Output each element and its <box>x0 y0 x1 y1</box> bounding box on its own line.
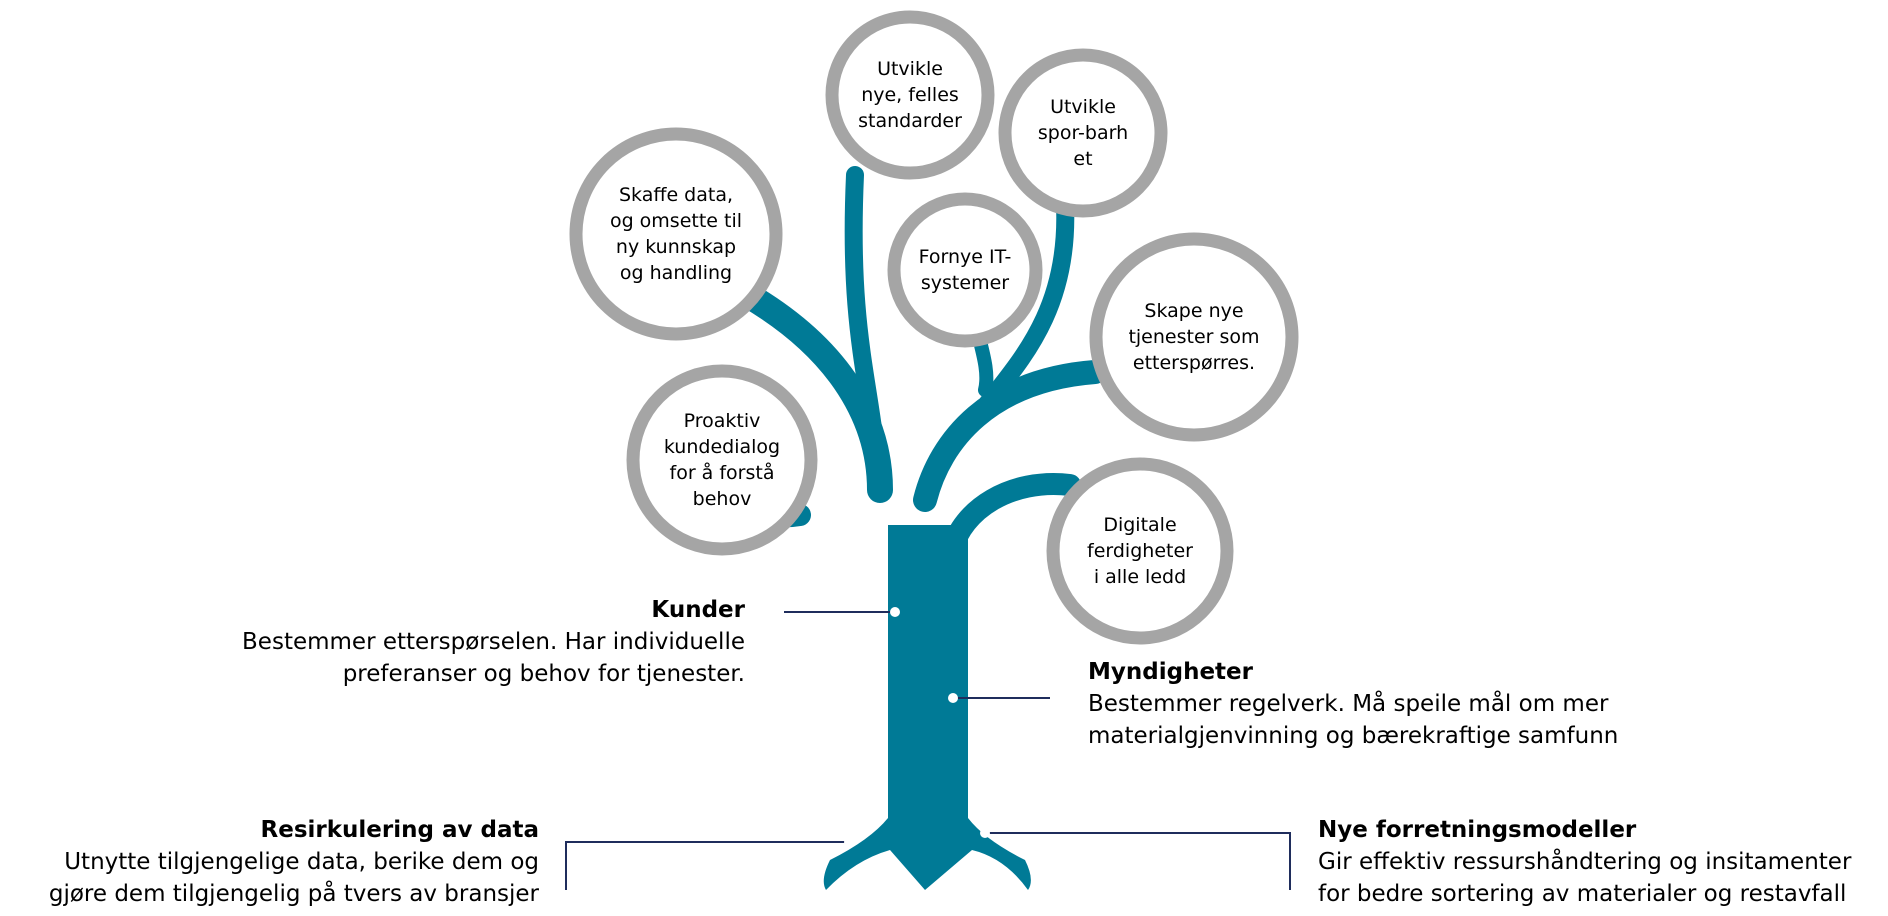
circle-tjenester <box>1089 232 1299 442</box>
circle-text-sporbarhet: Utvikle spor-barh et <box>1037 96 1129 170</box>
circle-text-it: Fornye IT- systemer <box>918 246 1012 294</box>
idea-circles <box>569 10 1299 645</box>
label-forretningsmodeller-desc: Gir effektiv ressurshåndtering og insita… <box>1318 849 1852 907</box>
connector-dot-resirkulering <box>844 837 854 847</box>
label-kunder-title: Kunder <box>651 597 745 623</box>
circle-proaktiv <box>626 364 818 556</box>
trunk <box>823 525 1031 890</box>
label-connectors <box>565 607 1291 890</box>
circle-it <box>887 192 1043 348</box>
branch-to-tjenester <box>913 360 1107 512</box>
label-myndigheter-title: Myndigheter <box>1088 659 1253 685</box>
circle-text-skaffe: Skaffe data, og omsette til ny kunnskap … <box>609 184 743 284</box>
label-resirkulering-title: Resirkulering av data <box>260 817 539 843</box>
label-myndigheter-desc: Bestemmer regelverk. Må speile mål om me… <box>1088 691 1619 749</box>
circle-text-digitale: Digitale ferdigheter i alle ledd <box>1087 514 1193 588</box>
connector-dot-myndigheter <box>948 693 958 703</box>
connector-dot-forretningsmodeller <box>980 828 990 838</box>
label-forretningsmodeller-title: Nye forretningsmodeller <box>1318 817 1637 843</box>
branch-to-standarder <box>844 166 887 479</box>
connector-resirkulering <box>565 841 849 890</box>
tree-trunk-and-branches <box>689 166 1107 890</box>
connector-dot-kunder <box>890 607 900 617</box>
label-kunder: Kunder Bestemmer etterspørselen. Har ind… <box>242 594 745 690</box>
circle-digitale <box>1046 457 1234 645</box>
label-resirkulering: Resirkulering av data Utnytte tilgjengel… <box>49 814 539 910</box>
label-forretningsmodeller: Nye forretningsmodeller Gir effektiv res… <box>1318 814 1851 910</box>
label-resirkulering-desc: Utnytte tilgjengelige data, berike dem o… <box>48 849 539 907</box>
circle-standarder <box>825 10 995 180</box>
circle-text-standarder: Utvikle nye, felles standarder <box>858 58 962 132</box>
connector-forretningsmodeller <box>985 832 1291 890</box>
circle-text-proaktiv: Proaktiv kundedialog for å forstå behov <box>663 410 781 510</box>
label-kunder-desc: Bestemmer etterspørselen. Har individuel… <box>242 629 745 687</box>
circle-skaffe <box>569 127 783 341</box>
circle-sporbarhet <box>998 48 1168 218</box>
label-myndigheter: Myndigheter Bestemmer regelverk. Må spei… <box>1088 656 1618 752</box>
circle-text-tjenester: Skape nye tjenester som etterspørres. <box>1128 300 1260 374</box>
